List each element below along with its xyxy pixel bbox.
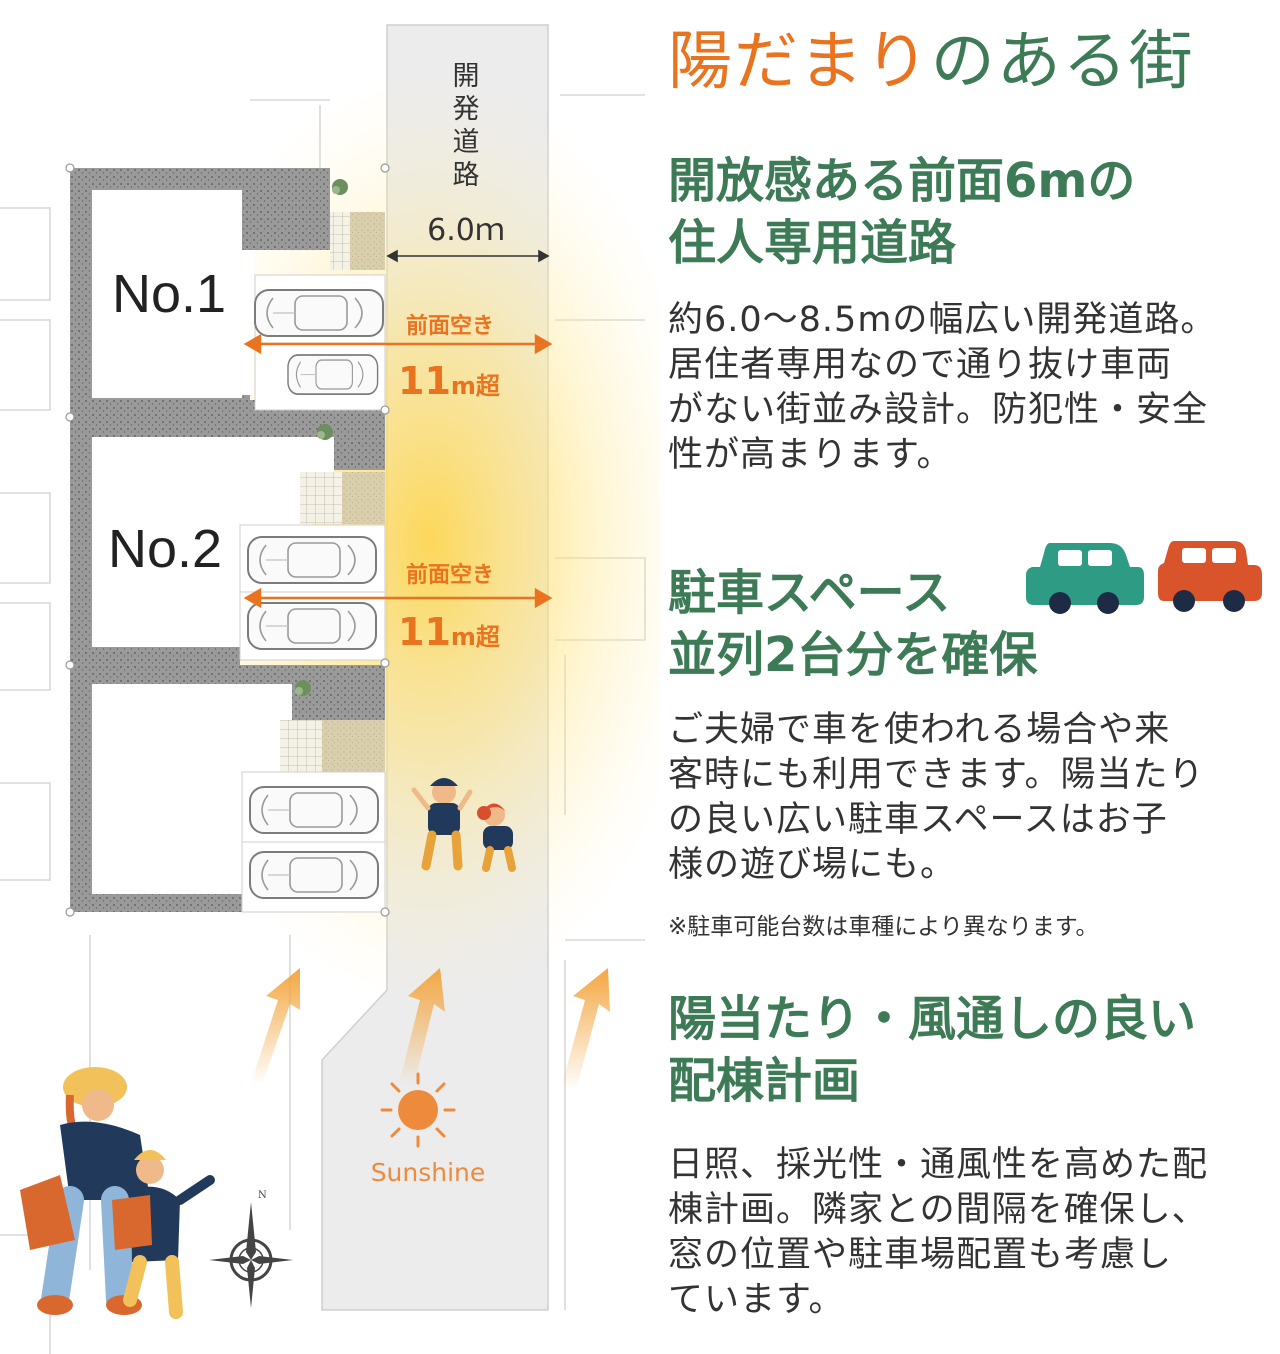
family-walking-illustration — [20, 1067, 215, 1319]
playing-children-illustration — [411, 778, 516, 872]
section-2-body: ご夫婦で車を使われる場合や来 客時にも利用できます。陽当たり の良い広い駐車スペ… — [668, 710, 1205, 885]
lot-1-label: No.1 — [112, 264, 226, 324]
sunshine-label: Sunshine — [371, 1158, 486, 1187]
road-width-label: 6.0ｍ — [427, 213, 505, 248]
front-clearance-2-value: 11m超 — [398, 610, 501, 654]
road-width-dimension — [386, 249, 550, 263]
section-1-heading: 開放感ある前面6mの 住人専用道路 — [668, 153, 1136, 271]
plant-icons — [295, 179, 348, 696]
car-3a — [249, 786, 379, 834]
road-label: 開発道路 — [453, 61, 480, 191]
section-2-heading: 駐車スペース 並列2台分を確保 — [668, 565, 1038, 683]
car-icons — [1026, 541, 1262, 614]
boundary-markers — [65, 163, 390, 917]
car-1b — [287, 354, 379, 395]
front-clearance-1-label: 前面空き — [406, 313, 494, 339]
car-3b — [249, 851, 379, 899]
sun-icon — [380, 1072, 456, 1148]
front-clearance-2-label: 前面空き — [406, 562, 494, 588]
front-clearance-1-arrow — [243, 333, 553, 355]
front-clearance-2-arrow — [243, 587, 553, 609]
car-2b — [247, 602, 377, 650]
section-3-body: 日照、採光性・通風性を高めた配 棟計画。隣家との間隔を確保し、 窓の位置や駐車場… — [668, 1145, 1209, 1320]
lot-1 — [70, 168, 386, 420]
front-clearance-1-value: 11m超 — [398, 359, 501, 403]
car-1a — [254, 289, 384, 337]
teal-car-icon — [1026, 543, 1144, 614]
section-3-heading: 陽当たり・風通しの良い 配棟計画 — [668, 991, 1197, 1109]
compass-icon — [209, 1202, 293, 1308]
section-1-body: 約6.0〜8.5mの幅広い開発道路。 居住者専用なので通り抜け車両 がない街並み… — [668, 300, 1217, 475]
section-2-note: ※駐車可能台数は車種により異なります。 — [668, 914, 1099, 940]
compass-north-label: N — [258, 1190, 267, 1201]
lot-2 — [70, 420, 386, 665]
sunlight-arrows — [252, 968, 610, 1090]
site-plan: No.1 No.2 開発道路 6.0ｍ 前面空き 11m超 前面空き 11m超 — [0, 24, 660, 1354]
page-title: 陽だまりのある街 — [668, 25, 1195, 99]
red-car-icon — [1158, 541, 1262, 612]
lot-2-label: No.2 — [108, 519, 222, 579]
car-2a — [247, 536, 377, 584]
